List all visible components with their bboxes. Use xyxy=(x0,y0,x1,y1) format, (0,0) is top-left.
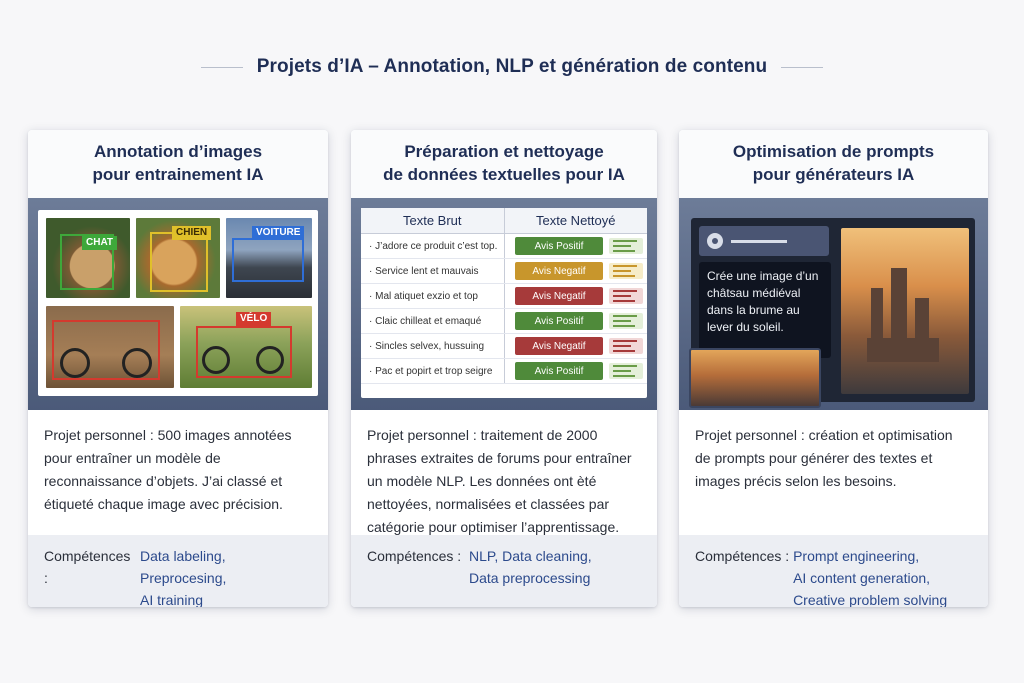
table-row: · Pac et popirt et trop seigre Avis Posit… xyxy=(361,359,647,384)
label-tag: CHIEN xyxy=(172,226,212,240)
table-header: Texte Brut Texte Nettoyé xyxy=(361,208,647,234)
card-description: Projet personnel : traitement de 2000 ph… xyxy=(367,427,632,535)
raw-text-cell: · Service lent et mauvais xyxy=(369,265,479,277)
label-tag: CHAT xyxy=(82,236,118,250)
raw-text-cell: · Pac et popirt et trop seigre xyxy=(369,365,493,377)
car-photo: VOITURE xyxy=(226,218,312,298)
text-lines-icon xyxy=(609,338,643,354)
prompt-screen: Crée une image d’un châtsau médiéval dan… xyxy=(691,218,975,402)
annotated-photo-grid: CHAT CHIEN VOITURE VÉLO xyxy=(38,210,318,396)
tower-shape xyxy=(871,288,883,348)
project-card-image-annotation: Annotation d’images pour entrainement IA… xyxy=(28,130,328,607)
table-row: · Mal atiquet exzio et top Avis Negatif xyxy=(361,284,647,309)
prompt-text: Crée une image d’un châtsau médiéval dan… xyxy=(699,262,831,358)
skills-value: Data labeling, Preprocesing, xyxy=(139,548,227,586)
card-skills: Compétences : NLP, Data cleaning, Data p… xyxy=(351,535,657,607)
skills-value: Creative problem solving xyxy=(793,592,948,607)
raw-text-cell: · Mal atiquet exzio et top xyxy=(369,290,478,302)
table-row: · Claic chilleat et emaqué Avis Positif xyxy=(361,309,647,334)
label-tag: VÉLO xyxy=(236,312,272,326)
skills-value: AI training xyxy=(139,592,204,607)
header-rule-right xyxy=(781,66,824,68)
clean-text-cell: Avis Negatif xyxy=(504,259,647,283)
card-description: Projet personnel : création et optimisat… xyxy=(695,427,953,489)
clean-text-cell: Avis Positif xyxy=(504,234,647,258)
skills-label: Compétences : xyxy=(44,548,131,586)
card-title-line-1: Préparation et nettoyage xyxy=(404,142,604,162)
clean-text-cell: Avis Negatif xyxy=(504,334,647,358)
skills-label: Compétences : xyxy=(367,548,462,564)
cat-photo: CHAT xyxy=(46,218,130,298)
card-media: Crée une image d’un châtsau médiéval dan… xyxy=(679,198,988,410)
generated-castle-image xyxy=(841,228,969,394)
table-row: · Service lent et mauvais Avis Negatif xyxy=(361,259,647,284)
sentiment-badge: Avis Positif xyxy=(515,362,603,380)
text-lines-icon xyxy=(609,363,643,379)
page-title: Projets d’IA – Annotation, NLP et généra… xyxy=(256,56,768,77)
bounding-box xyxy=(150,232,208,292)
header-rule-left xyxy=(200,66,243,68)
sentiment-badge: Avis Negatif xyxy=(515,287,603,305)
text-lines-icon xyxy=(609,288,643,304)
text-lines-icon xyxy=(609,238,643,254)
card-description: Projet personnel : 500 images annotées p… xyxy=(44,427,292,512)
text-lines-icon xyxy=(609,313,643,329)
card-skills: Compétences : Data labeling, Preprocesin… xyxy=(28,535,328,607)
bounding-box xyxy=(232,238,304,282)
card-title-line-2: pour entrainement IA xyxy=(92,165,264,184)
card-title-line-1: Optimisation de prompts xyxy=(732,142,935,162)
prompt-input-bar xyxy=(699,226,829,256)
sentiment-badge: Avis Negatif xyxy=(515,262,603,280)
column-header-raw: Texte Brut xyxy=(402,213,462,228)
card-skills: Compétences : Prompt engineering, AI con… xyxy=(679,535,988,607)
wheel-shape xyxy=(256,346,284,374)
raw-text-cell: · J’adore ce produit c’est top. xyxy=(369,240,498,252)
castle-thumbnail xyxy=(689,348,821,408)
sentiment-badge: Avis Positif xyxy=(515,312,603,330)
card-title: Préparation et nettoyage de données text… xyxy=(351,130,657,198)
bounding-box xyxy=(196,326,292,378)
orange-bike-photo xyxy=(46,306,174,388)
page-header: Projets d’IA – Annotation, NLP et généra… xyxy=(0,56,1024,78)
table-row: · Sincles selvex, hussuing Avis Negatif xyxy=(361,334,647,359)
column-header-clean: Texte Nettoyé xyxy=(503,208,648,233)
card-media: Texte Brut Texte Nettoyé · J’adore ce pr… xyxy=(351,198,657,410)
text-cleaning-table: Texte Brut Texte Nettoyé · J’adore ce pr… xyxy=(361,208,647,398)
skills-value: Data preprocessing xyxy=(468,570,591,586)
skills-label: Compétences : xyxy=(695,548,790,564)
project-card-text-cleaning: Préparation et nettoyage de données text… xyxy=(351,130,657,607)
wall-shape xyxy=(867,338,939,362)
clean-text-cell: Avis Positif xyxy=(504,359,647,383)
raw-text-cell: · Sincles selvex, hussuing xyxy=(369,340,485,352)
card-media: CHAT CHIEN VOITURE VÉLO xyxy=(28,198,328,410)
label-tag: VOITURE xyxy=(252,226,305,240)
sentiment-badge: Avis Positif xyxy=(515,237,603,255)
card-title: Annotation d’images pour entrainement IA xyxy=(28,130,328,198)
skills-value: NLP, Data cleaning, xyxy=(468,548,592,564)
project-card-prompt-optimisation: Optimisation de prompts pour générateurs… xyxy=(679,130,988,607)
tower-shape xyxy=(915,298,929,348)
card-title-line-2: pour générateurs IA xyxy=(752,165,915,184)
clean-text-cell: Avis Negatif xyxy=(504,284,647,308)
sentiment-badge: Avis Negatif xyxy=(515,337,603,355)
card-title-line-1: Annotation d’images xyxy=(93,142,263,162)
raw-text-cell: · Claic chilleat et emaqué xyxy=(369,315,482,327)
green-bike-photo: VÉLO xyxy=(180,306,312,388)
bounding-box xyxy=(52,320,160,380)
skills-value: AI content generation, xyxy=(793,570,931,586)
clean-text-cell: Avis Positif xyxy=(504,309,647,333)
bounding-box xyxy=(60,234,114,290)
card-title: Optimisation de prompts pour générateurs… xyxy=(679,130,988,198)
text-line-icon xyxy=(731,239,787,243)
card-title-line-2: de données textuelles pour IA xyxy=(383,165,625,184)
record-icon xyxy=(707,233,723,249)
wheel-shape xyxy=(122,348,152,378)
text-lines-icon xyxy=(609,263,643,279)
skills-value: Prompt engineering, xyxy=(793,548,920,564)
table-row: · J’adore ce produit c’est top. Avis Posi… xyxy=(361,234,647,259)
wheel-shape xyxy=(202,346,230,374)
wheel-shape xyxy=(60,348,90,378)
tower-shape xyxy=(891,268,907,348)
dog-photo: CHIEN xyxy=(136,218,220,298)
